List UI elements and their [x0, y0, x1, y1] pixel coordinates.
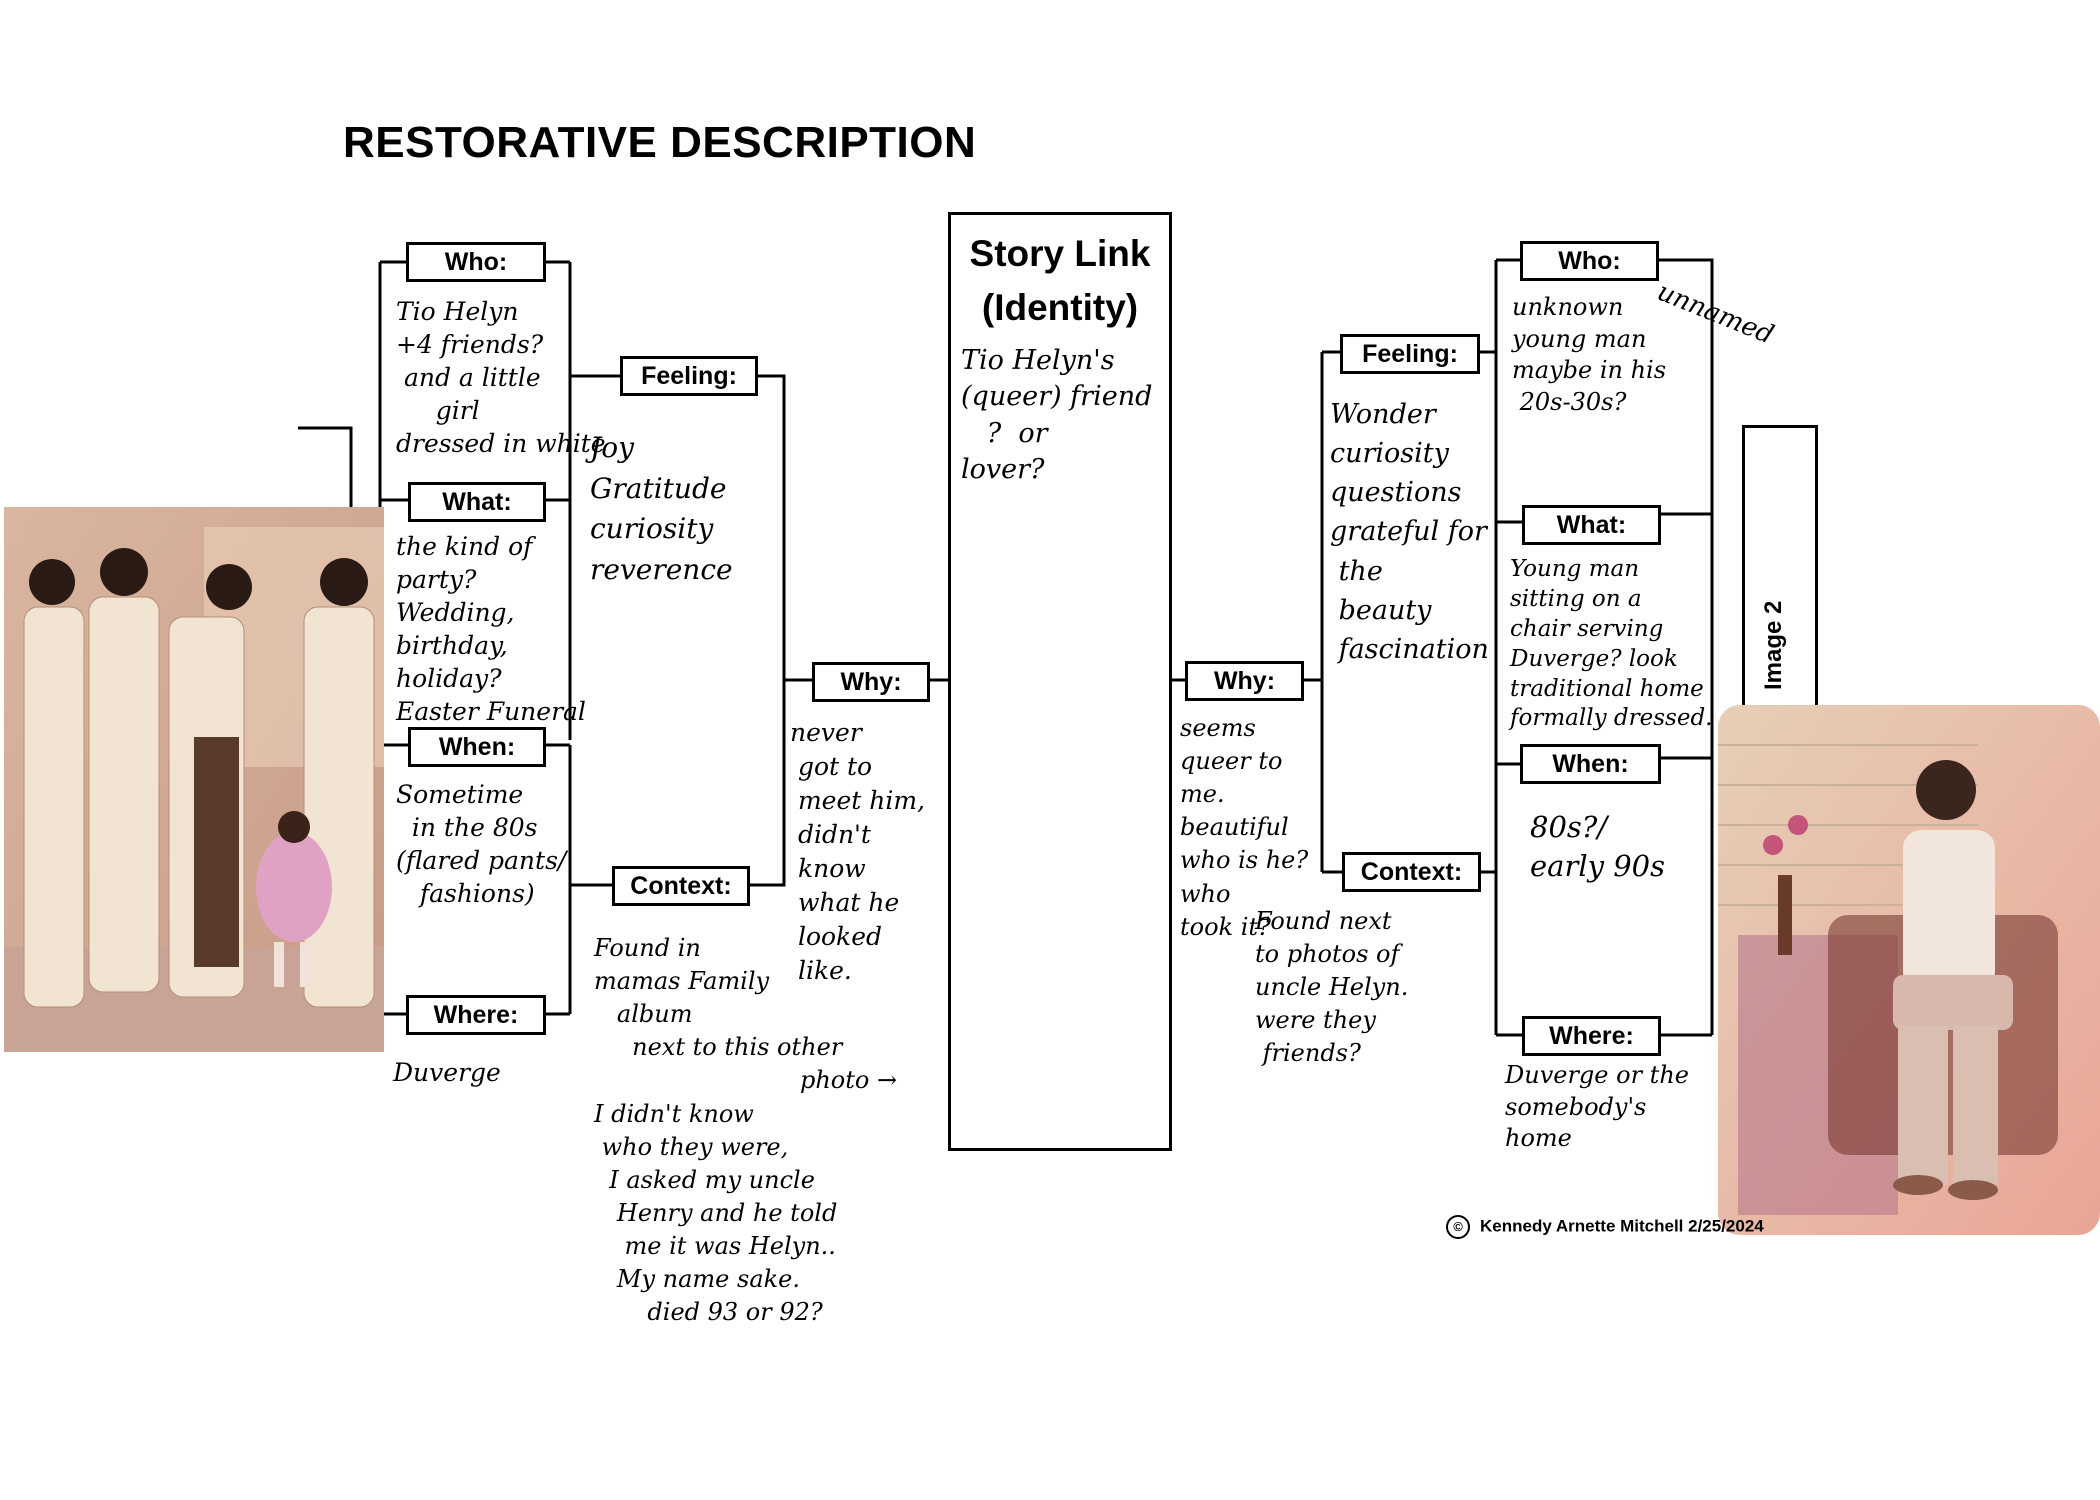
left-context-label: Context: — [612, 866, 750, 906]
right-why-note: seems queer to me. beautiful who is he? … — [1180, 714, 1309, 941]
right-when-label: When: — [1520, 744, 1661, 784]
left-where-note: Duverge — [393, 1058, 501, 1087]
left-why-note: never got to meet him, didn't know what … — [790, 718, 925, 985]
left-who-label: Who: — [406, 242, 546, 282]
left-who-note: Tio Helyn +4 friends? and a little girl … — [396, 297, 606, 458]
credit-text: Kennedy Arnette Mitchell 2/25/2024 — [1480, 1216, 1764, 1236]
family-group-photo — [4, 507, 384, 1052]
right-who-note: unknown young man maybe in his 20s-30s? — [1512, 293, 1667, 417]
right-context-label: Context: — [1342, 852, 1481, 892]
copyright-icon: © — [1446, 1215, 1470, 1239]
copyright-credit: © Kennedy Arnette Mitchell 2/25/2024 — [1446, 1215, 1764, 1239]
left-where-label: Where: — [406, 995, 546, 1035]
left-what-note: the kind of party? Wedding, birthday, ho… — [396, 532, 586, 726]
image-2-label: Image 2 — [1760, 600, 1787, 690]
right-where-label: Where: — [1522, 1016, 1661, 1056]
image-2-tab — [1742, 425, 1818, 738]
right-what-label: What: — [1522, 505, 1661, 545]
left-when-note: Sometime in the 80s (flared pants/ fashi… — [396, 780, 567, 908]
right-when-note: 80s?/ early 90s — [1530, 810, 1665, 884]
story-link-box: Story Link (Identity) Tio Helyn's (queer… — [948, 212, 1172, 1151]
left-feeling-note: Joy Gratitude curiosity reverence — [590, 431, 733, 586]
story-link-note: Tio Helyn's (queer) friend ? or lover? — [961, 345, 1153, 486]
left-when-label: When: — [408, 727, 546, 767]
right-context-note: Found next to photos of uncle Helyn. wer… — [1255, 907, 1409, 1068]
left-feeling-label: Feeling: — [620, 356, 758, 396]
right-why-label: Why: — [1185, 661, 1304, 701]
seated-young-man-photo — [1718, 705, 2100, 1235]
page-title: RESTORATIVE DESCRIPTION — [343, 118, 977, 167]
right-feeling-note: Wonder curiosity questions grateful for … — [1330, 399, 1489, 665]
story-link-title: Story Link (Identity) — [969, 233, 1151, 328]
right-feeling-label: Feeling: — [1340, 334, 1480, 374]
right-what-note: Young man sitting on a chair serving Duv… — [1510, 556, 1713, 732]
left-what-label: What: — [408, 482, 546, 522]
right-who-label: Who: — [1520, 241, 1659, 281]
left-context-note: Found in mamas Family album next to this… — [594, 934, 898, 1327]
left-why-label: Why: — [812, 662, 930, 702]
right-where-note: Duverge or the somebody's home — [1505, 1061, 1689, 1153]
